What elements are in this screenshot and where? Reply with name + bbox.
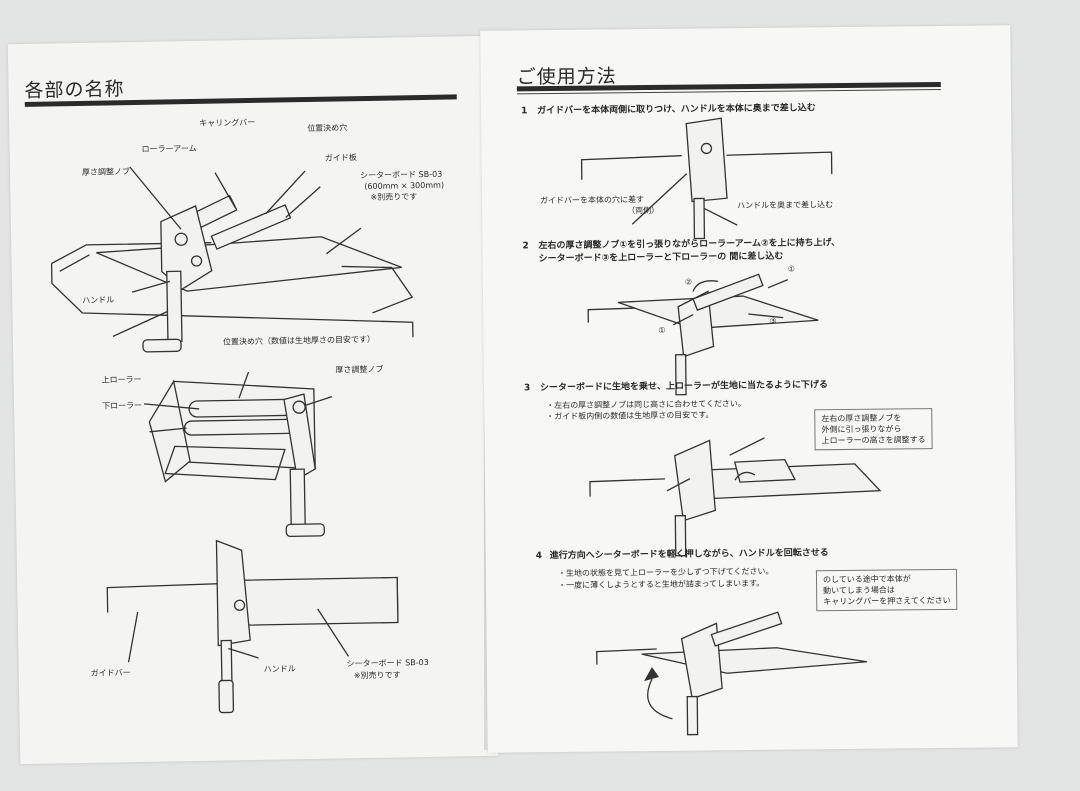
step-2-mark-1b: ① [658,325,666,335]
carrying-bar-label: キャリングバー [199,117,256,128]
thickness-knob-label: 厚さ調整ノブ [81,167,131,177]
top-view-illustration [106,539,399,714]
step-2-number: 2 [522,241,529,252]
board-size-label: (600mm × 300mm) [364,180,445,192]
step-1-illustration [580,117,833,240]
step-1-callout-guide-sub: （両側） [627,205,660,216]
handle-label: ハンドル [82,295,115,305]
handle-label-2: ハンドル [263,664,296,674]
step-4-note-1: ・生地の状態を見て上ローラーを少しずつ下げてください。 [557,566,774,579]
step-2-mark-3: ③ [769,316,777,326]
roller-arm-label: ローラーアーム [141,143,197,154]
step-2-mark-1: ① [787,264,795,274]
machine-overview-illustration [50,166,414,353]
step-4-note-2: ・一度に薄くしようとすると生地が詰まってしまいます。 [558,578,765,591]
step-3-number: 3 [523,383,531,394]
thickness-knob-label-2: 厚さ調整ノブ [335,364,384,375]
left-page: 各部の名称 キャリングバー ローラーアーム 位置決め穴 ガイド板 厚さ調整ノブ … [7,35,499,765]
position-hole-label: 位置決め穴 [307,123,348,134]
step-2-mark-2: ② [684,277,693,287]
right-page: ご使用方法 1 ガイドバーを本体両側に取りつけ、ハンドルを本体に奥まで差し込む … [480,25,1018,753]
guide-bar-label: ガイドバー [90,668,131,678]
step-2-text-line2: シーターボード③を上ローラーと下ローラーの 間に差し込む [538,251,784,265]
step-2-illustration [587,273,819,396]
sold-separately-label-2: ※別売りです [353,670,401,681]
upper-roller-label: 上ローラー [101,374,142,385]
step-4-number: 4 [535,551,543,562]
step-4-illustration [596,611,867,736]
step-1-callout-handle: ハンドルを奥まで差し込む [737,200,834,211]
guide-plate-label: ガイド板 [324,153,357,163]
step-4-text: 進行方向へシーターボードを軽く押しながら、ハンドルを回転させる [549,548,829,562]
step-3-text: シーターボードに生地を乗せ、上ローラーが生地に当たるように下げる [539,380,829,394]
sold-separately-label: ※別売りです [370,192,418,202]
lower-roller-label: 下ローラー [102,400,143,411]
parts-heading: 各部の名称 [24,78,125,102]
roller-closeup-illustration [143,371,333,538]
sheeter-board-label-2: シーターボード SB-03 [346,657,429,669]
step-3-illustration [589,437,882,557]
